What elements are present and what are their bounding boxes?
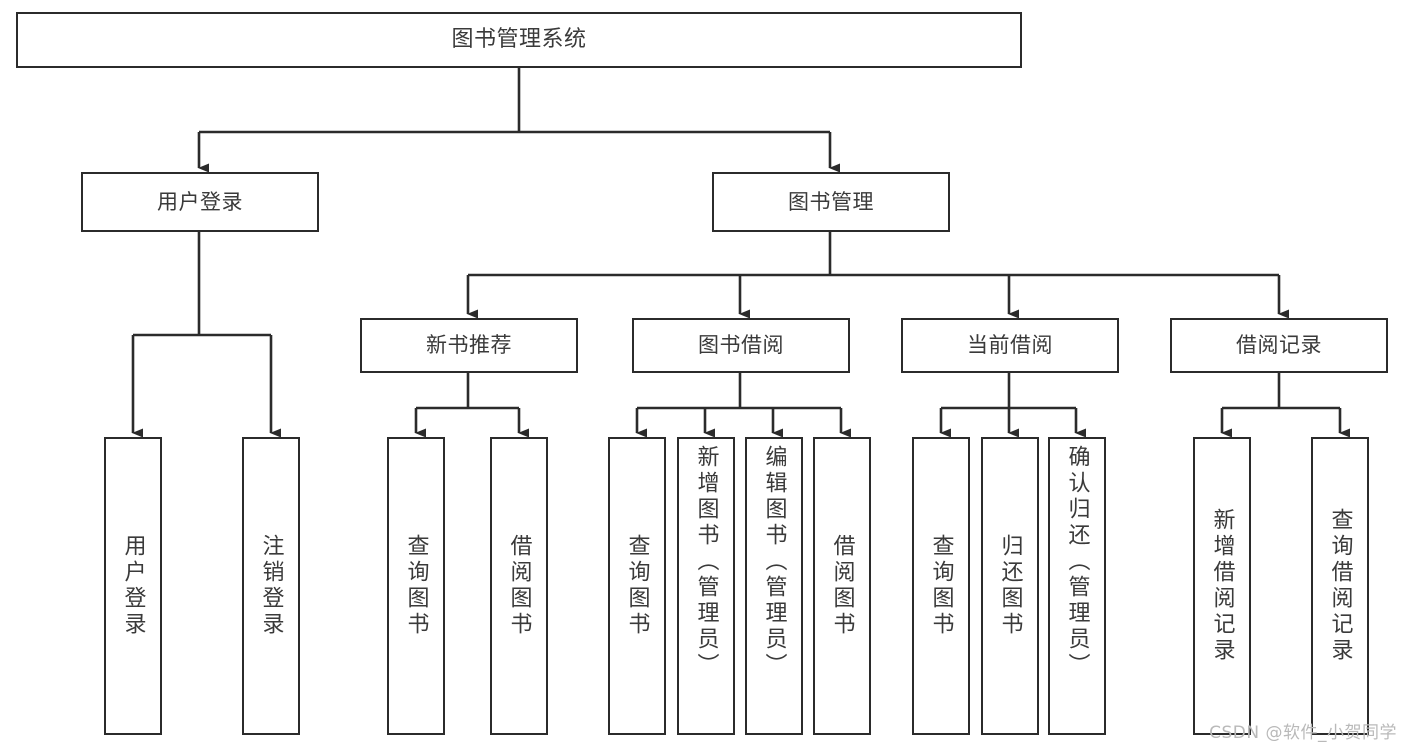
- node-label: 新增图书（管理员）: [693, 445, 719, 679]
- node-leaf-edit-book-admin[interactable]: 编辑图书（管理员）: [745, 437, 803, 735]
- node-book-borrow[interactable]: 图书借阅: [632, 318, 850, 373]
- node-label: 图书管理系统: [451, 27, 587, 53]
- node-leaf-query-book-borrow[interactable]: 查询图书: [608, 437, 666, 735]
- node-label: 借阅图书: [829, 534, 855, 638]
- node-borrow-record[interactable]: 借阅记录: [1170, 318, 1388, 373]
- node-label: 图书借阅: [698, 333, 784, 358]
- node-leaf-query-book-recommend[interactable]: 查询图书: [387, 437, 445, 735]
- node-label: 查询图书: [624, 534, 650, 638]
- node-leaf-user-login[interactable]: 用户登录: [104, 437, 162, 735]
- node-label: 确认归还（管理员）: [1064, 445, 1090, 679]
- node-label: 图书管理: [788, 189, 874, 214]
- node-leaf-add-book-admin[interactable]: 新增图书（管理员）: [677, 437, 735, 735]
- node-user-login[interactable]: 用户登录: [81, 172, 319, 232]
- node-leaf-borrow-book[interactable]: 借阅图书: [813, 437, 871, 735]
- node-label: 查询图书: [928, 534, 954, 638]
- node-label: 查询借阅记录: [1327, 508, 1353, 664]
- node-current-borrow[interactable]: 当前借阅: [901, 318, 1119, 373]
- node-leaf-confirm-return-admin[interactable]: 确认归还（管理员）: [1048, 437, 1106, 735]
- node-label: 当前借阅: [967, 333, 1053, 358]
- node-leaf-return-book[interactable]: 归还图书: [981, 437, 1039, 735]
- node-leaf-add-borrow-record[interactable]: 新增借阅记录: [1193, 437, 1251, 735]
- node-label: 新书推荐: [426, 333, 512, 358]
- node-leaf-borrow-book-recommend[interactable]: 借阅图书: [490, 437, 548, 735]
- node-label: 归还图书: [997, 534, 1023, 638]
- node-label: 查询图书: [403, 534, 429, 638]
- node-leaf-query-borrow-record[interactable]: 查询借阅记录: [1311, 437, 1369, 735]
- node-new-book-recommend[interactable]: 新书推荐: [360, 318, 578, 373]
- node-label: 借阅记录: [1236, 333, 1322, 358]
- node-label: 新增借阅记录: [1209, 508, 1235, 664]
- watermark-text: CSDN @软件_小贺同学: [1209, 723, 1397, 743]
- node-label: 编辑图书（管理员）: [761, 445, 787, 679]
- node-label: 注销登录: [258, 534, 284, 638]
- node-leaf-user-logout[interactable]: 注销登录: [242, 437, 300, 735]
- node-label: 用户登录: [157, 189, 243, 214]
- node-label: 借阅图书: [506, 534, 532, 638]
- node-leaf-query-book-current[interactable]: 查询图书: [912, 437, 970, 735]
- node-label: 用户登录: [120, 534, 146, 638]
- node-book-management[interactable]: 图书管理: [712, 172, 950, 232]
- node-root-book-management-system[interactable]: 图书管理系统: [16, 12, 1022, 68]
